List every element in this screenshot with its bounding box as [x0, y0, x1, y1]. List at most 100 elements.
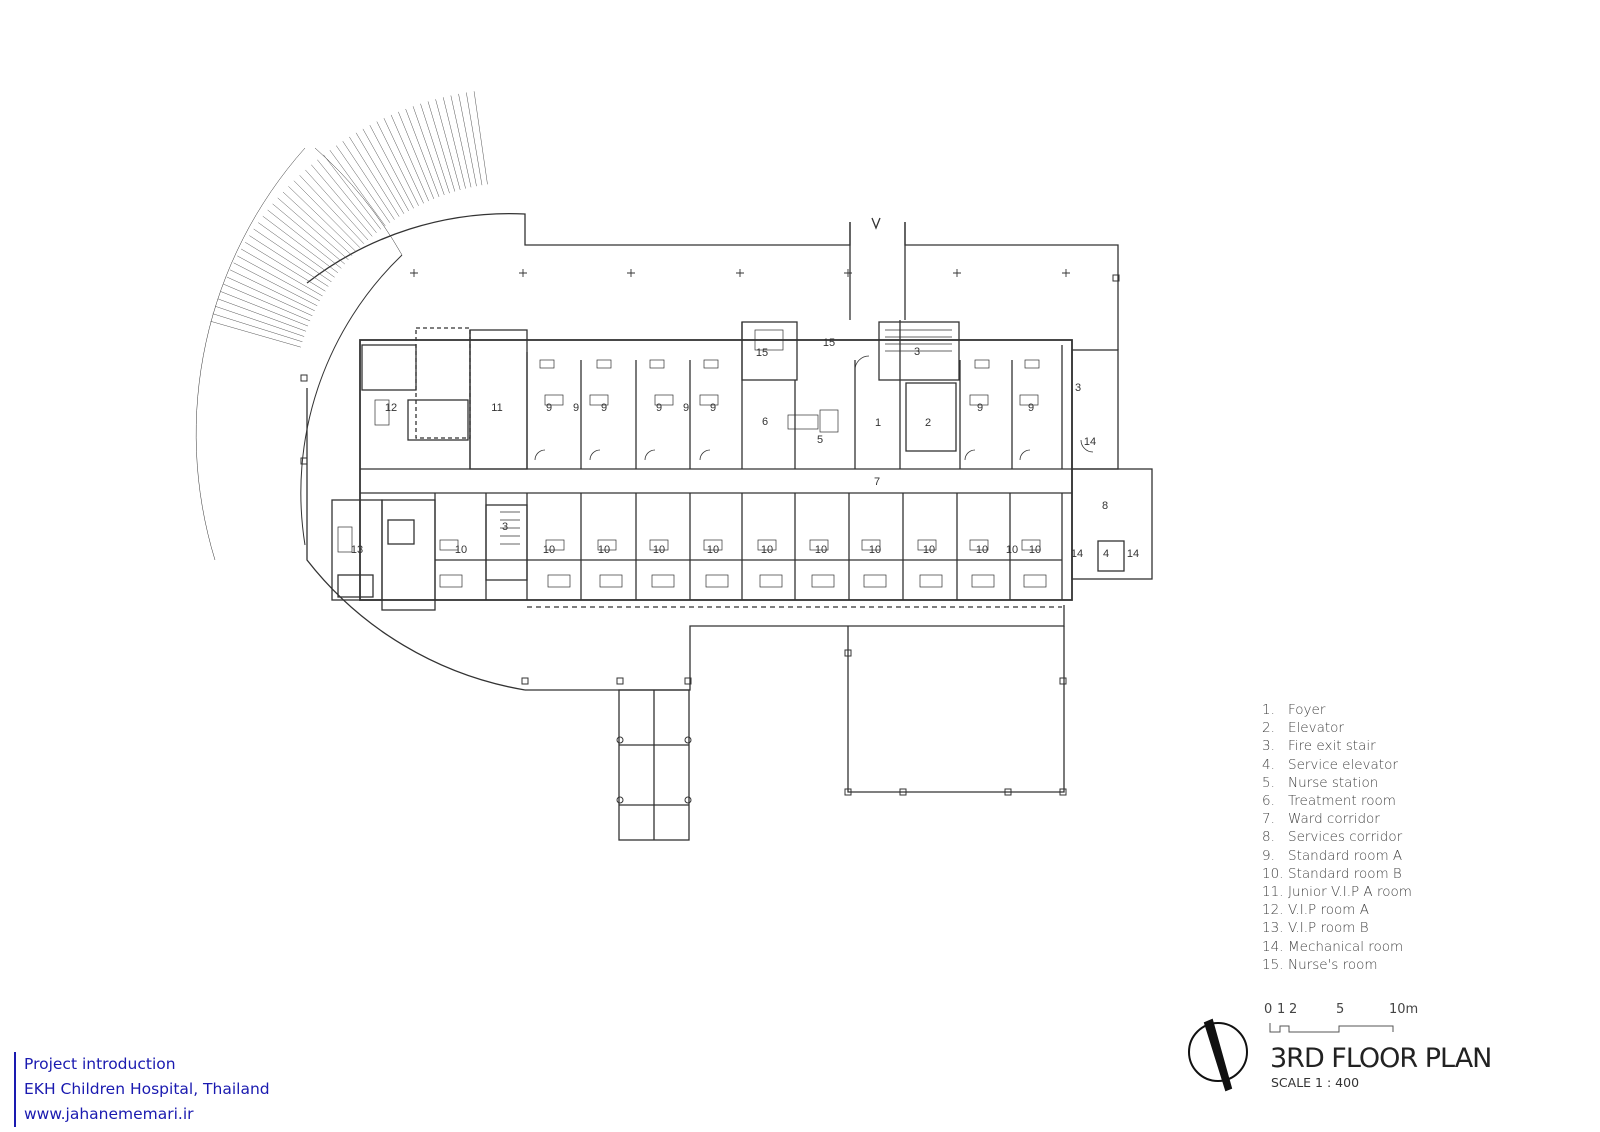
legend-label: V.I.P room B [1288, 920, 1369, 937]
scale-tick: 2 [1289, 1002, 1298, 1017]
stair-hatch [500, 329, 952, 545]
shade-fin [336, 145, 391, 223]
shade-fin [376, 121, 419, 206]
shade-fin [390, 114, 429, 202]
legend-number: 15. [1262, 956, 1284, 973]
service-block [1071, 349, 1119, 470]
shade-fin [253, 228, 332, 283]
room-label: 9 [546, 402, 552, 414]
south-rooms [331, 493, 1063, 611]
shade-fin [305, 169, 369, 241]
shade-fin [342, 141, 395, 220]
shade-fin [267, 209, 342, 269]
shade-fin [355, 132, 405, 214]
beds [337, 329, 1047, 588]
room-labels: 12 11 15 15 3 3 1 2 6 5 9 9 9 9 9 9 9 9 … [351, 337, 1139, 560]
column-grid [410, 269, 1070, 277]
room-label: 13 [351, 544, 363, 556]
room-label: 3 [1075, 382, 1081, 394]
room-label: 9 [710, 402, 716, 414]
room-label: 9 [656, 402, 662, 414]
scale-tick: 5 [1336, 1002, 1345, 1017]
shade-fin [362, 128, 409, 212]
shade-fin [215, 305, 305, 337]
shade-fin [293, 180, 361, 248]
terrace-east [847, 626, 1065, 793]
legend-number: 3. [1262, 738, 1275, 755]
legend-number: 11. [1262, 884, 1284, 901]
room-label: 5 [817, 434, 823, 446]
legend-item: 7.Ward corridor [1262, 810, 1412, 828]
legend-item: 12.V.I.P room A [1262, 901, 1412, 919]
shade-fin [277, 197, 349, 261]
room-label: 12 [385, 402, 397, 414]
legend-number: 5. [1262, 774, 1275, 791]
legend-item: 9.Standard room A [1262, 847, 1412, 865]
legend-item: 2.Elevator [1262, 719, 1412, 737]
shade-fin [282, 191, 353, 256]
shade-fin [311, 164, 373, 237]
legend-item: 4. Service elevator [1262, 756, 1412, 774]
plan-linework [195, 91, 1153, 841]
north-arrow-icon [1188, 1018, 1248, 1092]
room-label: 9 [1028, 402, 1034, 414]
legend-number: 7. [1262, 811, 1275, 828]
lower-terrace [525, 605, 1065, 691]
credits-link[interactable]: www.jahanememari.ir [24, 1105, 194, 1123]
legend-label: Service elevator [1288, 756, 1398, 773]
room-label: 10 [976, 544, 988, 556]
room-label: 10 [455, 544, 467, 556]
legend-number: 6. [1262, 793, 1275, 810]
shade-fin [450, 95, 472, 188]
shade-fin [473, 91, 488, 185]
room-label: 11 [491, 402, 502, 414]
room-label: 15 [823, 337, 835, 349]
legend-label: Junior V.I.P A room [1288, 884, 1412, 901]
slab-outline [306, 212, 1119, 350]
legend-label: Nurse station [1288, 774, 1379, 791]
legend-item: 10.Standard room B [1262, 865, 1412, 883]
legend-number: 4. [1262, 756, 1275, 773]
legend-number: 13. [1262, 920, 1284, 937]
shade-fin [349, 136, 400, 217]
shade-fin [369, 125, 414, 209]
shade-fin [262, 216, 339, 273]
legend-number: 1. [1262, 702, 1275, 718]
legend-label: V.I.P room A [1288, 902, 1369, 919]
legend-label: Treatment room [1288, 793, 1396, 810]
room-label: 10 [707, 544, 719, 556]
room-label: 10 [543, 544, 555, 556]
shade-fin [329, 150, 386, 227]
room-label: 1 [875, 417, 881, 429]
room-label: 10 [761, 544, 773, 556]
shade-fin [405, 108, 440, 197]
shade-fin [212, 313, 303, 343]
shade-fin [210, 321, 301, 348]
room-label: 9 [683, 402, 689, 414]
legend-label: Nurse's room [1288, 956, 1378, 973]
shade-fin [217, 298, 307, 332]
room-label: 2 [925, 417, 931, 429]
shade-fin [229, 269, 315, 311]
scale-tick: 10m [1389, 1002, 1419, 1017]
shade-fin [317, 159, 377, 233]
shade-fin [220, 291, 309, 327]
shade-fin [412, 106, 445, 196]
shade-fin [466, 92, 483, 186]
shade-fin [323, 154, 382, 230]
shade-fins [195, 147, 403, 561]
shade-fin [458, 93, 477, 187]
legend-number: 12. [1262, 902, 1284, 919]
shade-fin [420, 103, 450, 194]
shade-fin [299, 175, 365, 244]
room-label: 7 [874, 476, 880, 488]
room-label: 9 [601, 402, 607, 414]
shade-fin [435, 99, 461, 191]
room-label: 15 [756, 347, 768, 359]
shade-fin [223, 283, 311, 322]
legend-item: 8.Services corridor [1262, 828, 1412, 846]
legend-number: 14. [1262, 938, 1284, 955]
shade-fin-lines [210, 91, 488, 348]
legend-number: 8. [1262, 829, 1275, 846]
legend-number: 9. [1262, 847, 1275, 864]
